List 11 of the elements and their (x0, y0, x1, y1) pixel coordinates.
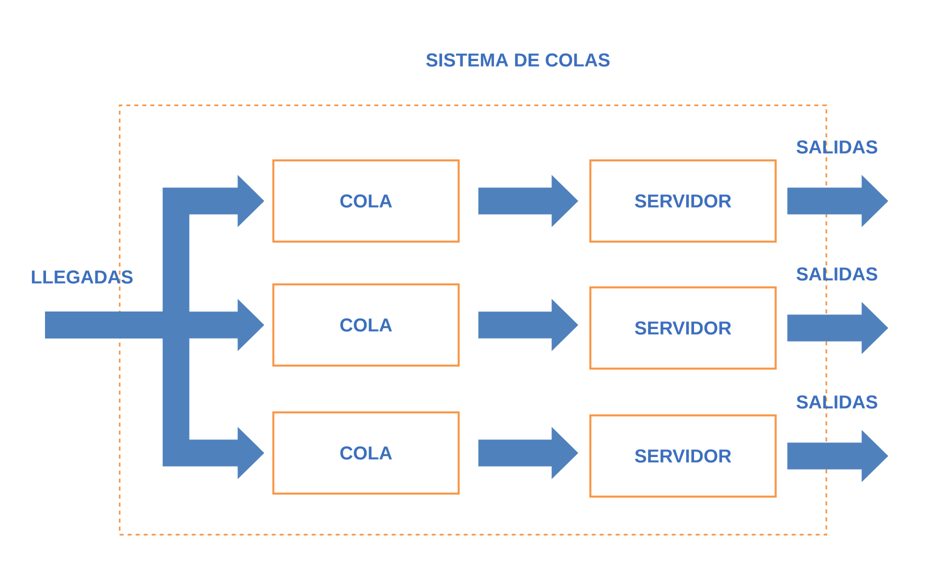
edge-label: SALIDAS (796, 267, 878, 281)
process-box: SERVIDOR (589, 286, 777, 370)
process-box: SERVIDOR (589, 414, 777, 498)
process-box: SERVIDOR (589, 159, 777, 243)
process-box: COLA (272, 411, 460, 495)
text-label: LLEGADAS (32, 270, 133, 284)
process-box: COLA (272, 159, 460, 243)
process-box: COLA (272, 283, 460, 367)
edge-label: SALIDAS (796, 395, 878, 409)
edge-label: SALIDAS (796, 140, 878, 154)
title: SISTEMA DE COLAS (426, 53, 610, 67)
